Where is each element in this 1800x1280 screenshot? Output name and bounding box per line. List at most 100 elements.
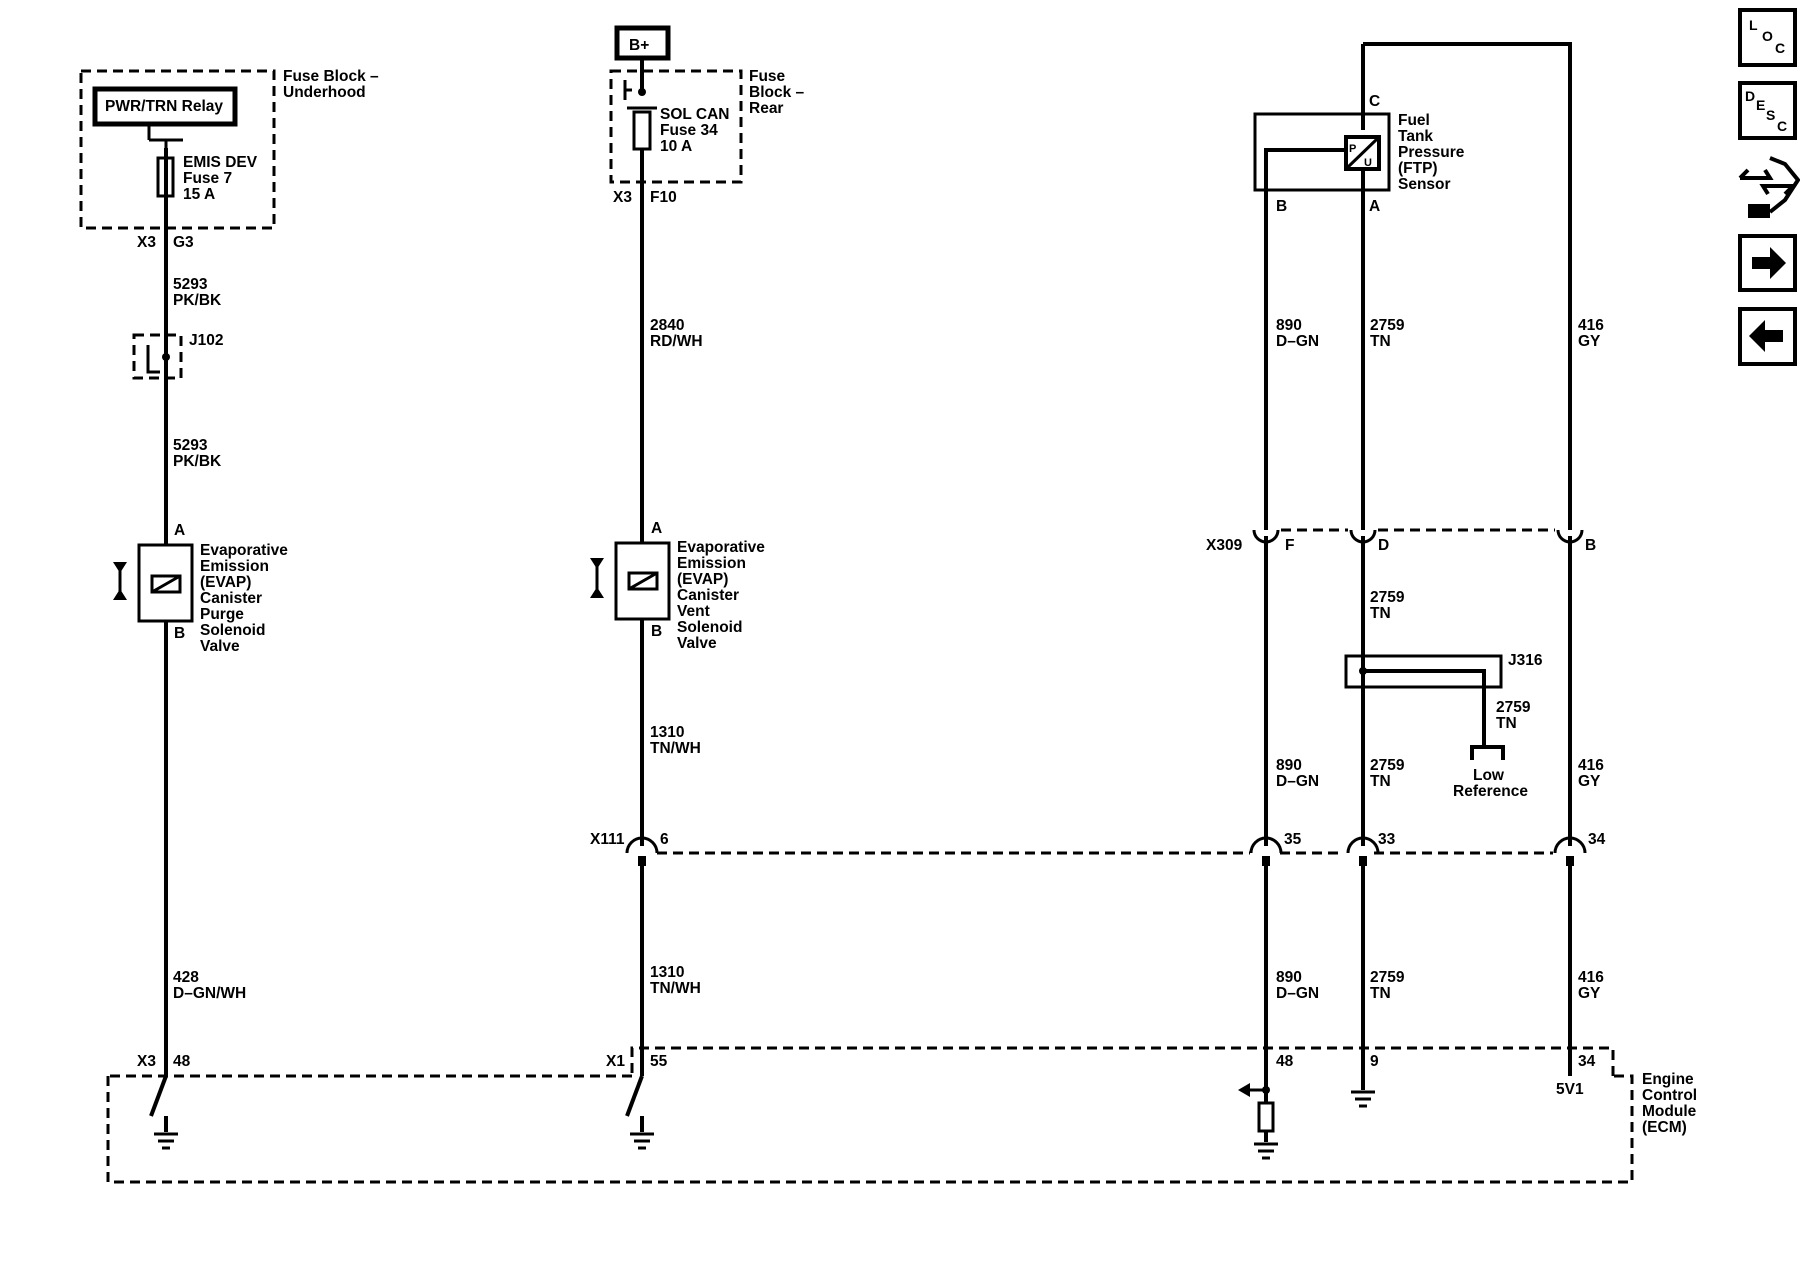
purge-valve-line-4: Canister — [200, 590, 262, 607]
ecm-5v1-label: 5V1 — [1556, 1081, 1584, 1098]
fuse-34-icon — [632, 110, 652, 151]
fuse-block-rear-line-1: Fuse — [749, 68, 786, 85]
ftp-sensor-line-5: Sensor — [1398, 176, 1451, 193]
vent-valve-line-3: (EVAP) — [677, 571, 728, 588]
wire-2759-num-d: 2759 — [1370, 757, 1405, 774]
conn-x309-pin-f: F — [1285, 537, 1294, 554]
ftp-circuit: P U C B A Fuel Tank Pressure (FTP) Senso… — [1206, 42, 1604, 1160]
splice-j102-label: J102 — [189, 332, 223, 349]
loc-button[interactable]: L O C — [1738, 8, 1797, 67]
ftp-pin-b: B — [1276, 198, 1287, 215]
wire-5293-color-b: PK/BK — [173, 453, 222, 470]
wire-2759-num-b: 2759 — [1370, 589, 1405, 606]
vent-circuit: B+ Fuse Block – Rear SOL CAN Fuse 34 10 … — [590, 25, 805, 1150]
conn-x3-f10-conn: X3 — [613, 189, 632, 206]
low-ref-line-1: Low — [1473, 767, 1505, 784]
purge-circuit: Fuse Block – Underhood PWR/TRN Relay EMI… — [79, 68, 379, 1150]
ecm-line-2: Control — [1642, 1087, 1697, 1104]
wire-1310-num-b: 1310 — [650, 964, 684, 981]
wire-416-color-a: GY — [1578, 333, 1601, 350]
ftp-pin-c: C — [1369, 93, 1380, 110]
conn-48-ecm-label: 48 — [173, 1053, 191, 1070]
conn-x3-label: X3 — [137, 234, 156, 251]
connector-icon[interactable] — [1738, 156, 1800, 218]
conn-x309-pin-b: B — [1585, 537, 1596, 554]
arrow-right-icon[interactable] — [1738, 234, 1797, 292]
wire-5293-num-b: 5293 — [173, 437, 208, 454]
wire-890-color-c: D–GN — [1276, 985, 1319, 1002]
desc-letter-s: S — [1766, 107, 1775, 123]
ftp-sensor-line-4: (FTP) — [1398, 160, 1438, 177]
pwr-trn-relay — [92, 86, 238, 127]
conn-x309-pin-d: D — [1378, 537, 1389, 554]
nav-buttons: L O C D E S C — [1738, 8, 1800, 366]
fuse-block-rear-line-2: Block – — [749, 84, 805, 101]
wire-2759-num-e: 2759 — [1370, 969, 1405, 986]
purge-valve-line-1: Evaporative — [200, 542, 288, 559]
vent-valve-line-4: Canister — [677, 587, 739, 604]
ftp-sensor-line-2: Tank — [1398, 128, 1433, 145]
conn-x3-ecm-label: X3 — [137, 1053, 156, 1070]
ecm-pin-34: 34 — [1578, 1053, 1596, 1070]
conn-x111-pin-35: 35 — [1284, 831, 1302, 848]
wire-890-color-b: D–GN — [1276, 773, 1319, 790]
ecm-pin-48: 48 — [1276, 1053, 1294, 1070]
svg-text:P: P — [1349, 143, 1356, 155]
fuse-block-rear-outline — [609, 69, 743, 184]
vent-valve-line-6: Solenoid — [677, 619, 742, 636]
wire-890-num-b: 890 — [1276, 757, 1302, 774]
wire-2759-num-c: 2759 — [1496, 699, 1531, 716]
ftp-sensor-line-1: Fuel — [1398, 112, 1430, 129]
wire-416-num-c: 416 — [1578, 969, 1604, 986]
wire-2759-color-e: TN — [1370, 985, 1391, 1002]
b-plus-label: B+ — [629, 37, 649, 54]
arrow-left-icon[interactable] — [1738, 307, 1797, 366]
ecm-line-3: Module — [1642, 1103, 1697, 1120]
desc-letter-e: E — [1756, 97, 1765, 113]
fuse-block-underhood-title-1: Fuse Block – — [283, 68, 379, 85]
wire-1310-num-a: 1310 — [650, 724, 684, 741]
conn-55-label: 55 — [650, 1053, 668, 1070]
ecm-pin-9: 9 — [1370, 1053, 1379, 1070]
vent-valve-line-7: Valve — [677, 635, 717, 652]
wire-1310-color-a: TN/WH — [650, 740, 701, 757]
ecm-line-1: Engine — [1642, 1071, 1694, 1088]
wire-416-num-a: 416 — [1578, 317, 1604, 334]
loc-letter-c: C — [1775, 40, 1785, 56]
vent-valve-line-1: Evaporative — [677, 539, 765, 556]
wire-890-num-a: 890 — [1276, 317, 1302, 334]
wire-428-color: D–GN/WH — [173, 985, 246, 1002]
fuse-34-line-1: SOL CAN — [660, 106, 729, 123]
desc-letter-d: D — [1745, 88, 1755, 104]
wire-890-num-c: 890 — [1276, 969, 1302, 986]
low-ref-line-2: Reference — [1453, 783, 1528, 800]
conn-x111-pin-33: 33 — [1378, 831, 1396, 848]
vent-valve-line-2: Emission — [677, 555, 746, 572]
conn-x309-label: X309 — [1206, 537, 1243, 554]
conn-x3-f10-pin: F10 — [650, 189, 677, 206]
wire-2759-color-b: TN — [1370, 605, 1391, 622]
desc-letter-c: C — [1777, 118, 1787, 134]
ftp-sensor-body — [1253, 112, 1391, 192]
purge-valve-line-7: Valve — [200, 638, 240, 655]
splice-j102-outline — [132, 333, 183, 380]
svg-text:U: U — [1364, 157, 1372, 169]
wire-5293-color-a: PK/BK — [173, 292, 222, 309]
fuse-block-rear-line-3: Rear — [749, 100, 783, 117]
fuse-block-underhood-title-2: Underhood — [283, 84, 366, 101]
splice-j316-icon — [1344, 654, 1503, 689]
purge-valve-pin-a: A — [174, 522, 185, 539]
wire-1310-color-b: TN/WH — [650, 980, 701, 997]
fuse-34-line-2: Fuse 34 — [660, 122, 718, 139]
conn-x111-pin-34: 34 — [1588, 831, 1606, 848]
desc-button[interactable]: D E S C — [1738, 81, 1797, 140]
ftp-pin-a: A — [1369, 198, 1380, 215]
wire-2759-num-a: 2759 — [1370, 317, 1405, 334]
wire-890-color-a: D–GN — [1276, 333, 1319, 350]
purge-valve-line-3: (EVAP) — [200, 574, 251, 591]
wire-416-color-b: GY — [1578, 773, 1601, 790]
loc-letter-l: L — [1749, 17, 1758, 33]
fuse-7-line-3: 15 A — [183, 186, 215, 203]
conn-x111-label: X111 — [590, 831, 625, 848]
